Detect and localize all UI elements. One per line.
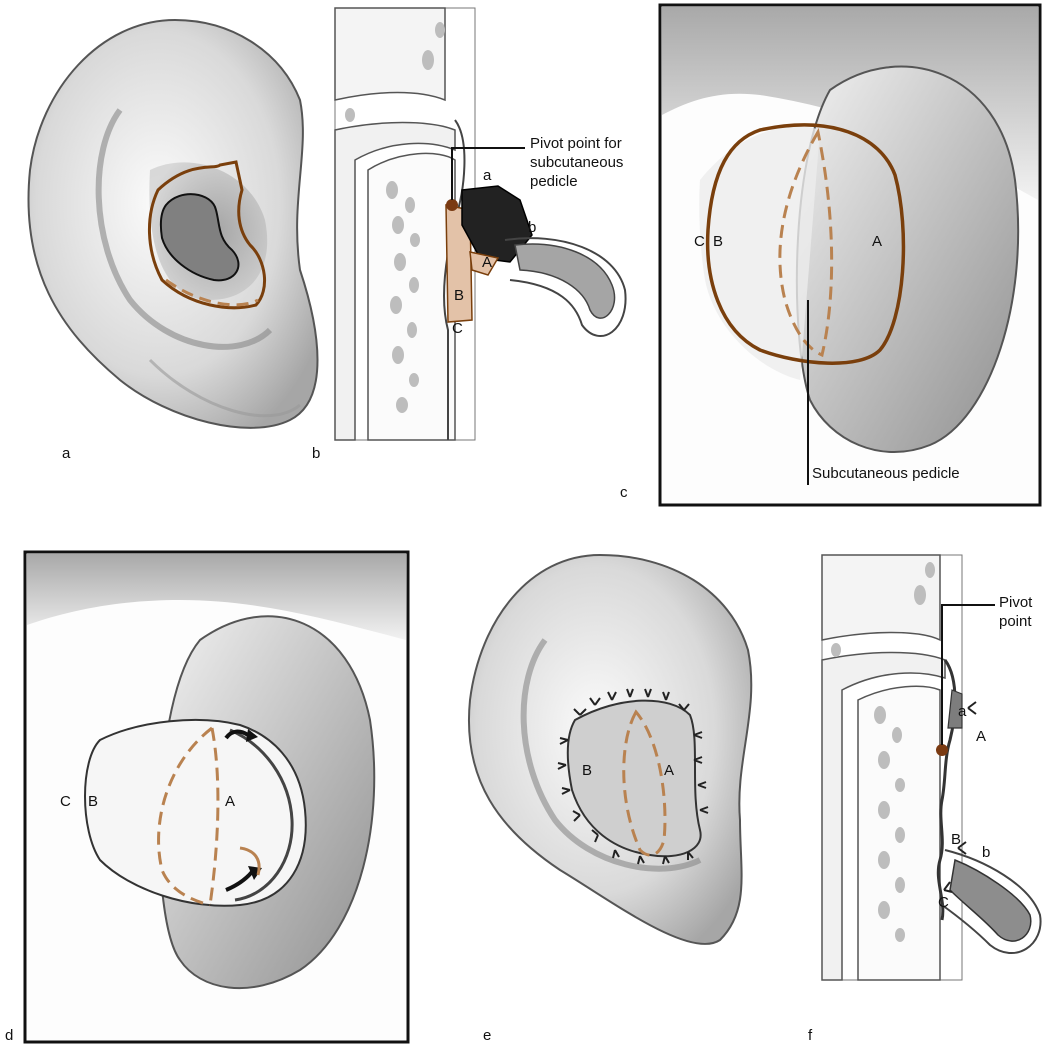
sutures xyxy=(557,688,709,865)
ear-antihelix xyxy=(520,638,702,872)
panel-letter-c: c xyxy=(620,484,628,501)
pinna-skin-outline xyxy=(504,237,627,337)
label-A: A xyxy=(664,762,674,779)
pivot-callout-line-1: Pivot xyxy=(999,594,1033,611)
panel-letter-a: a xyxy=(62,445,71,462)
flap-dashed-left xyxy=(157,726,213,907)
label-A: A xyxy=(872,233,882,250)
label-B: B xyxy=(582,762,592,779)
panel-b: Pivot point for subcutaneous pedicle a b… xyxy=(312,7,627,462)
pinna-cartilage xyxy=(949,858,1032,942)
panel-letter-e: e xyxy=(483,1027,491,1044)
pivot-leader-line xyxy=(941,604,995,745)
label-C: C xyxy=(694,233,705,250)
mastoid-cells xyxy=(345,22,445,413)
sutures xyxy=(943,701,977,893)
label-b-lower: b xyxy=(982,844,990,861)
label-B: B xyxy=(454,287,464,304)
panel-f: Pivot point a A B b C f xyxy=(808,554,1042,1044)
label-A: A xyxy=(976,728,986,745)
skull-bone xyxy=(334,7,446,102)
flap-ellipse xyxy=(705,123,906,365)
hair-region xyxy=(27,554,406,640)
pivot-leader-line xyxy=(451,147,525,200)
pivot-callout-line-1: Pivot point for xyxy=(530,135,622,152)
grafted-area xyxy=(566,699,702,858)
mastoid-bone xyxy=(367,152,456,441)
ear-canal-wall xyxy=(334,121,456,441)
panel-e: B A e xyxy=(468,553,753,1044)
label-B: B xyxy=(951,831,961,848)
mastoid-cells xyxy=(831,562,935,942)
flap-orange-arc xyxy=(239,846,261,876)
pivot-callout-line-3: pedicle xyxy=(530,173,578,190)
panel-c: Subcutaneous pedicle C B A c xyxy=(620,3,1042,507)
panel-a: a xyxy=(27,18,319,462)
label-B: B xyxy=(88,793,98,810)
panel-letter-d: d xyxy=(5,1027,13,1044)
pivot-dot xyxy=(936,744,948,756)
earlobe xyxy=(148,358,301,418)
label-b-lower: b xyxy=(528,219,536,236)
arrowhead-top-icon xyxy=(246,729,258,742)
label-C: C xyxy=(938,894,949,911)
pinna-cartilage xyxy=(514,243,616,319)
cartilage-small xyxy=(947,689,963,729)
label-C: C xyxy=(60,793,71,810)
pinna-skin-outline xyxy=(941,849,1042,955)
panel-letter-b: b xyxy=(312,445,320,462)
pivot-callout-line-2: point xyxy=(999,613,1032,630)
ear-antihelix xyxy=(95,108,273,350)
flap-dashed-loop xyxy=(622,709,667,857)
skull-bone xyxy=(821,554,941,642)
flap-outline xyxy=(148,160,267,310)
flap-dashed-line xyxy=(165,278,259,307)
defect-area xyxy=(159,193,240,282)
label-a-lower: a xyxy=(958,703,967,720)
panel-d: C B A d xyxy=(5,550,410,1044)
pivot-callout-line-2: subcutaneous xyxy=(530,154,623,171)
panel-letter-f: f xyxy=(808,1027,813,1044)
flap-inner-rim xyxy=(229,728,294,902)
pivot-dot xyxy=(446,199,458,211)
ear-canal-wall xyxy=(821,651,946,981)
label-B: B xyxy=(713,233,723,250)
label-a-lower: a xyxy=(483,167,492,184)
label-A: A xyxy=(225,793,235,810)
flap-segment-a xyxy=(469,251,500,276)
flap-dashed-right xyxy=(208,727,220,906)
label-A: A xyxy=(482,254,492,271)
label-C: C xyxy=(452,320,463,337)
pedicle-callout: Subcutaneous pedicle xyxy=(812,465,960,482)
curved-arrow-top xyxy=(224,729,250,740)
elevated-flap xyxy=(84,719,307,907)
